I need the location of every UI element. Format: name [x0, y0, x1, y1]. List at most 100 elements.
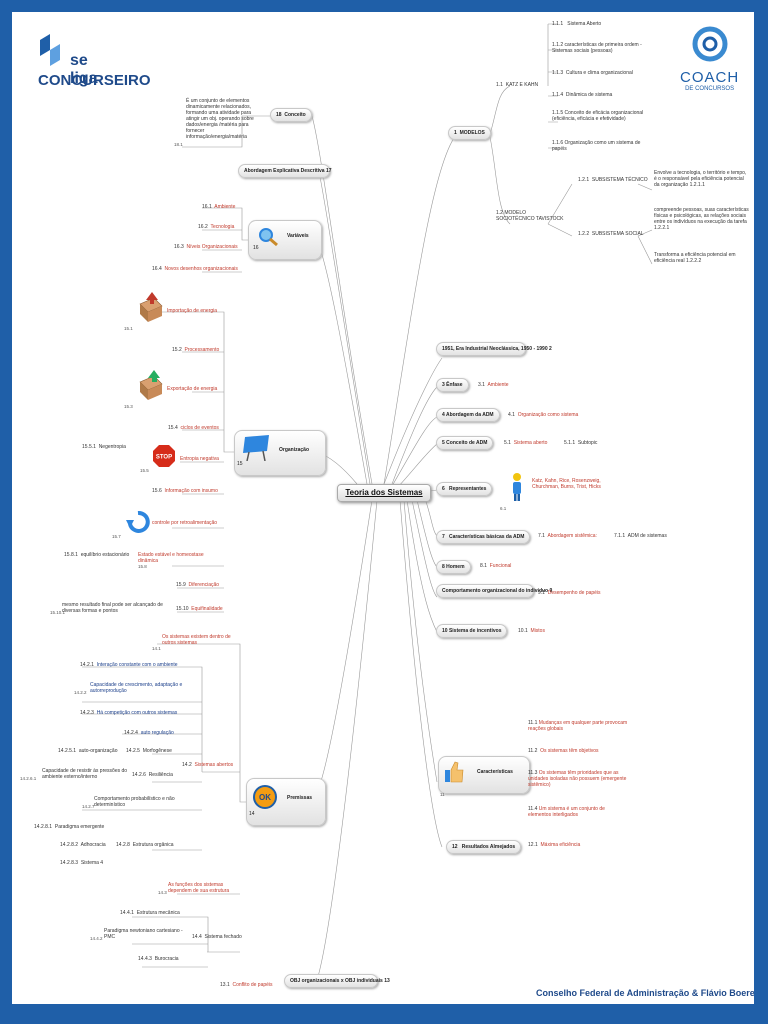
node-num: 11.4	[528, 806, 538, 812]
node-7-1-1[interactable]: 7.1.1 ADM de sistemas	[614, 533, 667, 539]
node-14-2-8-2[interactable]: 14.2.8.2 Adhocracia	[60, 842, 106, 848]
node-num: 1.1.4	[552, 92, 564, 98]
node-3-1[interactable]: 3.1 Ambiente	[478, 382, 509, 388]
node-14-1-num: 14.1	[152, 646, 161, 651]
node-representantes[interactable]: 6 Representantes	[436, 482, 493, 496]
node-16-3[interactable]: 16.3 Níveis Organizacionais	[174, 244, 238, 250]
node-sociotecnico[interactable]: 1.2 MODELO SOCIOTÉCNICO TAVISTOCK	[496, 210, 566, 222]
node-18-1[interactable]: É um conjunto de elementos dinamicamente…	[186, 98, 266, 140]
node-num: 1.1	[496, 82, 503, 88]
node-1-2-1-1[interactable]: Envolve a tecnologia, o território e tem…	[654, 170, 750, 188]
node-14-2-6[interactable]: 14.2.6 Resiliência	[132, 772, 173, 778]
node-15-5[interactable]: Entropia negativa	[180, 456, 219, 462]
node-15-1[interactable]: Importação de energia	[167, 308, 218, 314]
node-1-1-4[interactable]: 1.1.4 Dinâmica de sistema	[552, 92, 612, 98]
node-incentivos[interactable]: 10 Sistema de incentivos	[436, 624, 508, 638]
node-11-4[interactable]: 11.4 Um sistema é um conjunto de element…	[528, 806, 628, 818]
node-14-2-8-1[interactable]: 14.2.8.1 Paradigma emergente	[34, 824, 104, 830]
node-1-1-6[interactable]: 1.1.6 Organização como um sistema de pap…	[552, 140, 652, 152]
node-modelos[interactable]: 1 MODELOS	[448, 126, 491, 140]
node-comportamento[interactable]: Comportamento organizacional do indivídu…	[436, 584, 552, 598]
node-6-1[interactable]: Katz, Kahn, Rice, Rosenzweig, Churchman,…	[532, 478, 601, 490]
node-1-1-1[interactable]: 1.1.1 Sistema Aberto	[552, 21, 601, 27]
node-abordagem-explicativa[interactable]: Abordagem Explicativa Descritiva 17	[238, 164, 332, 178]
node-9-1[interactable]: 9.1 Desempenho de papéis	[538, 590, 601, 596]
node-11-2[interactable]: 11.2 Os sistemas têm objetivos	[528, 748, 599, 754]
node-abordagem-adm[interactable]: 4 Abordagem da ADM	[436, 408, 500, 422]
node-variaveis[interactable]: Variáveis 16	[248, 220, 322, 260]
sign-icon	[243, 435, 269, 461]
node-organizacao[interactable]: Organização 15	[234, 430, 326, 476]
node-15-10[interactable]: 15.10 Equifinalidade	[176, 606, 223, 612]
node-conceito-adm[interactable]: 5 Conceito de ADM	[436, 436, 494, 450]
node-15-5-1[interactable]: 15.5.1 Negentropia	[82, 444, 126, 450]
node-1-2-2-1[interactable]: compreende pessoas, suas características…	[654, 207, 752, 231]
node-14-2-3[interactable]: 14.2.3 Há competição com outros sistemas	[80, 710, 177, 716]
node-12-1[interactable]: 12.1 Máxima eficiência	[528, 842, 580, 848]
node-14-4-3[interactable]: 14.4.3 Burocracia	[138, 956, 179, 962]
node-16-2[interactable]: 16.2 Tecnologia	[198, 224, 234, 230]
node-num: 1.2.2.1	[654, 225, 670, 231]
node-label: equilíbrio estacionário	[80, 552, 130, 558]
node-caracteristicas-adm[interactable]: 7 Características básicas da ADM	[436, 530, 531, 544]
node-num: 1.2.2	[578, 231, 590, 237]
node-13-1[interactable]: 13.1 Conflito de papéis	[220, 982, 273, 988]
node-16-4[interactable]: 16.4 Novos desenhos organizacionais	[152, 266, 238, 272]
node-premissas[interactable]: OK Premissas 14	[246, 778, 326, 826]
node-subsistema-social[interactable]: 1.2.2 SUBSISTEMA SOCIAL	[578, 231, 644, 237]
node-label: OBJ organizacionais x OBJ individuais	[290, 978, 383, 984]
node-14-4[interactable]: 14.4 Sistema fechado	[192, 934, 242, 940]
node-1-1-5[interactable]: 1.1.5 Conceito de eficácia organizaciona…	[552, 110, 664, 122]
node-11-3[interactable]: 11.3 Os sistemas têm prioridades que as …	[528, 770, 628, 788]
node-14-2-1[interactable]: 14.2.1 Interação constante com o ambient…	[80, 662, 178, 668]
node-homem[interactable]: 8 Homem	[436, 560, 471, 574]
node-enfase[interactable]: 3 Ênfase	[436, 378, 469, 392]
node-obj-organizacionais[interactable]: OBJ organizacionais x OBJ individuais 13	[284, 974, 390, 988]
node-15-9[interactable]: 15.9 Diferenciação	[176, 582, 219, 588]
node-resultados[interactable]: 12 Resultados Almejados	[446, 840, 522, 854]
node-15-8-1[interactable]: 15.8.1 equilíbrio estacionário	[64, 552, 129, 558]
node-14-2-4[interactable]: 14.2.4 auto regulação	[124, 730, 174, 736]
node-1-1-2[interactable]: 1.1.2 características de primeira ordem …	[552, 42, 662, 54]
node-era-industrial[interactable]: 1951, Era Industrial Neoclássica, 1950 -…	[436, 342, 552, 356]
node-14-2-2[interactable]: Capacidade de crescimento, adaptação e a…	[90, 682, 190, 694]
node-14-4-1[interactable]: 14.4.1 Estrutura mecânica	[120, 910, 180, 916]
node-14-2[interactable]: 14.2 Sistemas abertos	[182, 762, 233, 768]
node-14-3[interactable]: As funções dos sistemas dependem de sua …	[168, 882, 246, 894]
node-5-1-1[interactable]: 5.1.1 Subtopic	[564, 440, 597, 446]
node-label: 1951, Era Industrial Neoclássica, 1950 -…	[442, 346, 548, 352]
node-5-1[interactable]: 5.1 Sistema aberto	[504, 440, 547, 446]
node-14-2-5-1[interactable]: 14.2.5.1 auto-organização	[58, 748, 118, 754]
node-15-10-1[interactable]: mesmo resultado final pode ser alcançado…	[62, 602, 166, 614]
node-15-4[interactable]: 15.4 ciclos de eventos	[168, 425, 219, 431]
central-topic[interactable]: Teoria dos Sistemas	[337, 484, 431, 502]
node-label: Características básicas da ADM	[448, 534, 525, 540]
node-8-1[interactable]: 8.1 Funcional	[480, 563, 511, 569]
node-10-1[interactable]: 10.1 Mistos	[518, 628, 545, 634]
node-1-2-2-2[interactable]: Transforma a eficiência potencial em efi…	[654, 252, 752, 264]
node-14-2-5[interactable]: 14.2.5 Morfogênese	[126, 748, 172, 754]
node-14-1[interactable]: Os sistemas existem dentro de outros sis…	[162, 634, 242, 646]
node-15-8[interactable]: Estado estável e homeostase dinâmica	[138, 552, 218, 564]
node-conceito[interactable]: 18 Conceito	[270, 108, 312, 122]
node-subsistema-tecnico[interactable]: 1.2.1 SUBSISTEMA TÉCNICO	[578, 177, 648, 183]
node-caracteristicas[interactable]: Características	[438, 756, 530, 794]
node-7-1[interactable]: 7.1 Abordagem sistêmica:	[538, 533, 597, 539]
node-15-6[interactable]: 15.6 Informação com insumo	[152, 488, 218, 494]
node-14-2-8[interactable]: 14.2.8 Estrutura orgânica	[116, 842, 174, 848]
node-num: 11.2	[528, 748, 538, 754]
node-1-1-3[interactable]: 1.1.3 Cultura e clima organizacional	[552, 70, 633, 76]
node-14-2-7[interactable]: Comportamento probabilístico e não deter…	[94, 796, 192, 808]
node-15-7[interactable]: controle por retroalimentação	[152, 520, 218, 526]
node-14-4-2[interactable]: Paradigma newtoniano cartesiano - PMC	[104, 928, 188, 940]
node-katz-kahn[interactable]: 1.1 KATZ E KAHN	[496, 82, 538, 88]
node-16-1[interactable]: 16.1 Ambiente	[202, 204, 235, 210]
node-14-2-8-3[interactable]: 14.2.8.3 Sistema 4	[60, 860, 103, 866]
node-15-2[interactable]: 15.2 Processamento	[172, 347, 219, 353]
node-11-1[interactable]: 11.1 Mudanças em qualquer parte provocam…	[528, 720, 628, 732]
node-num: 3.1	[478, 382, 485, 388]
node-4-1[interactable]: 4.1 Organização como sistema	[508, 412, 578, 418]
node-14-2-6-1[interactable]: Capacidade de resistir às pressões do am…	[42, 768, 128, 780]
node-label: Comportamento probabilístico e não deter…	[94, 796, 175, 808]
node-15-3[interactable]: Exportação de energia	[167, 386, 218, 392]
